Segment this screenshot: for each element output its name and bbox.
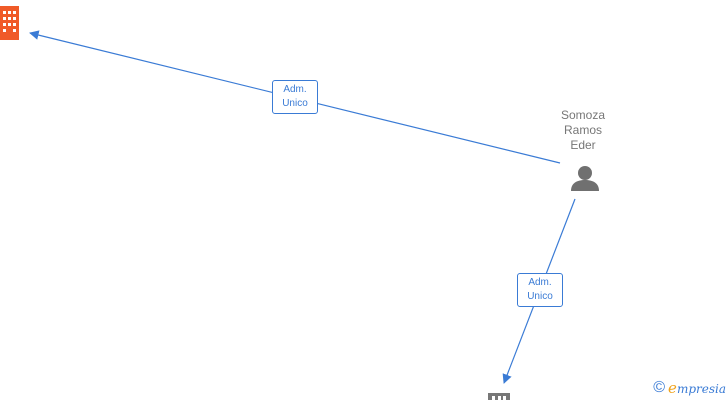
- brand-logo: empresia: [668, 379, 726, 397]
- person-icon[interactable]: [571, 166, 599, 191]
- edge-label-role-detail: Unico: [282, 98, 308, 109]
- building-icon[interactable]: [0, 6, 19, 40]
- footer-brand[interactable]: © empresia: [653, 378, 726, 398]
- building-icon[interactable]: [488, 393, 510, 400]
- edge-label-role-detail: Unico: [527, 291, 553, 302]
- edge-label-role: Adm.: [283, 84, 307, 95]
- person-name[interactable]: Somoza Ramos Eder: [560, 108, 606, 152]
- edge-label-role: Adm.: [528, 277, 552, 288]
- edge-label-1[interactable]: Adm. Unico: [272, 80, 318, 114]
- copyright-icon: ©: [653, 379, 666, 396]
- edge-label-2[interactable]: Adm. Unico: [517, 273, 563, 307]
